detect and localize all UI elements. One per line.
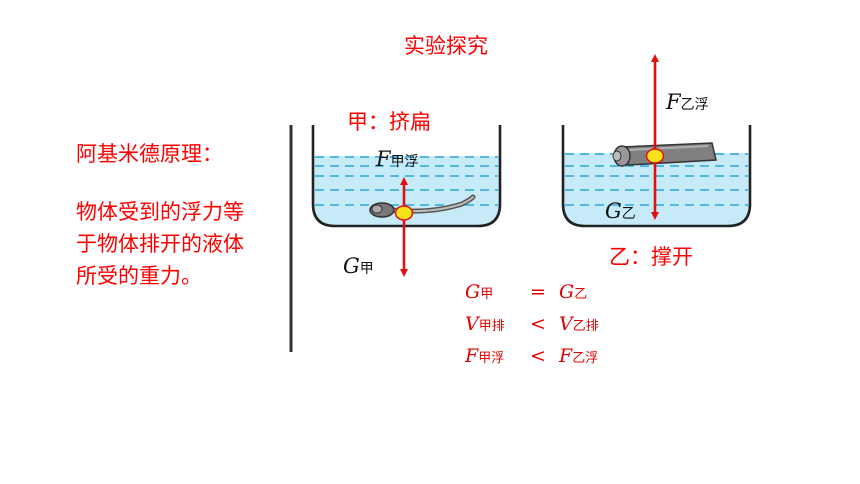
beaker-jia xyxy=(311,125,502,228)
comparison-gravity: G甲=G乙 xyxy=(465,281,588,303)
buoyancy-label-yi: F乙浮 xyxy=(666,90,709,114)
principle-line: 物体受到的浮力等 xyxy=(76,200,244,224)
container-jia xyxy=(311,125,502,277)
expanded-tube xyxy=(612,142,717,167)
comparison-buoyancy: F甲浮<F乙浮 xyxy=(465,345,599,367)
gravity-label-yi: G乙 xyxy=(605,199,636,223)
buoyancy-label-jia: F甲浮 xyxy=(376,147,419,171)
point-yi xyxy=(645,148,665,164)
point-jia xyxy=(394,205,414,221)
container-yi-label: 乙：撑开 xyxy=(609,245,693,269)
principle-heading: 阿基米德原理： xyxy=(76,142,223,166)
container-jia-label: 甲：挤扁 xyxy=(347,110,431,134)
comparison-volume: V甲排<V乙排 xyxy=(465,313,599,335)
gravity-label-jia: G甲 xyxy=(343,254,374,278)
beaker-yi xyxy=(561,125,752,228)
principle-line: 于物体排开的液体 xyxy=(76,232,244,256)
page-title: 实验探究 xyxy=(404,34,488,58)
principle-text: 物体受到的浮力等 于物体排开的液体 所受的重力。 xyxy=(76,196,244,292)
principle-line: 所受的重力。 xyxy=(76,264,202,288)
container-yi xyxy=(561,54,752,228)
